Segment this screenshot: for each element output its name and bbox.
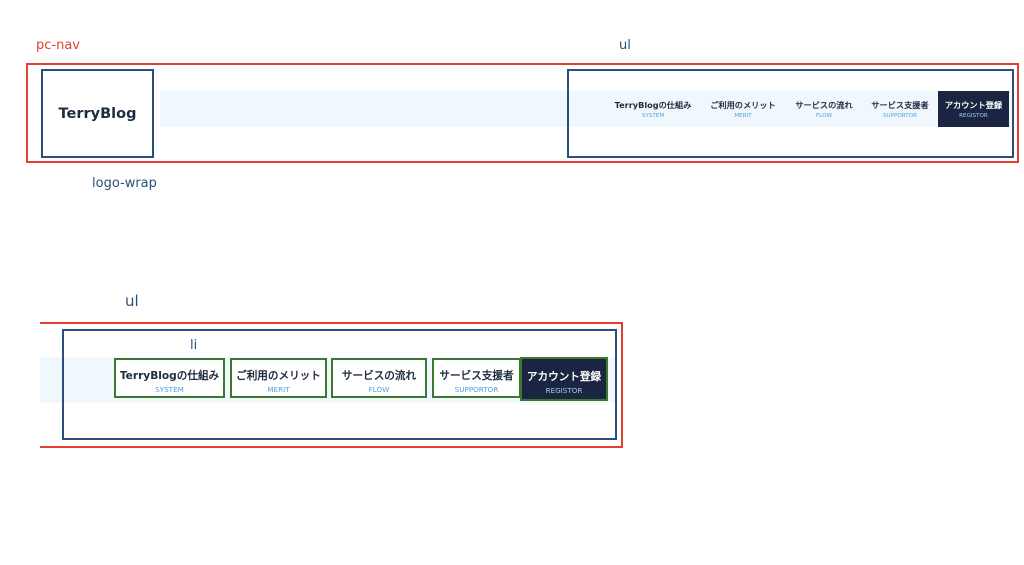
li-label: li — [190, 338, 198, 353]
li-item-flow[interactable]: サービスの流れ FLOW — [331, 358, 427, 398]
pc-nav-label: pc-nav — [36, 38, 80, 53]
li-item-merit[interactable]: ご利用のメリット MERIT — [230, 358, 327, 398]
ul-label-top: ul — [619, 38, 631, 53]
top-nav-item-merit[interactable]: ご利用のメリット MERIT — [702, 91, 784, 127]
top-nav-item-sublabel: SYSTEM — [641, 113, 665, 119]
ul-bottom-outline — [62, 329, 617, 440]
li-item-registor[interactable]: アカウント登録 REGISTOR — [520, 357, 608, 401]
top-nav-item-sublabel: REGISTOR — [959, 113, 988, 119]
top-nav-item-system[interactable]: TerryBlogの仕組み SYSTEM — [610, 91, 696, 127]
li-item-system[interactable]: TerryBlogの仕組み SYSTEM — [114, 358, 225, 398]
li-item-sublabel: MERIT — [267, 385, 290, 394]
li-item-sublabel: SYSTEM — [155, 385, 184, 394]
top-nav-item-label: サービスの流れ — [795, 100, 853, 110]
li-item-sublabel: SUPPORTOR — [454, 385, 499, 394]
logo-wrap-label: logo-wrap — [92, 176, 157, 191]
top-nav-item-label: サービス支援者 — [871, 100, 929, 110]
top-nav-item-label: ご利用のメリット — [710, 100, 776, 110]
top-nav-item-sublabel: SUPPORTOR — [883, 113, 917, 119]
top-nav-item-registor[interactable]: アカウント登録 REGISTOR — [938, 91, 1009, 127]
top-nav-item-sublabel: MERIT — [734, 113, 752, 119]
top-nav-item-label: アカウント登録 — [944, 100, 1003, 110]
li-item-label: アカウント登録 — [526, 371, 602, 383]
logo-wrap-outline[interactable]: TerryBlog — [41, 69, 154, 158]
li-item-supportor[interactable]: サービス支援者 SUPPORTOR — [432, 358, 521, 398]
logo-text[interactable]: TerryBlog — [58, 105, 137, 122]
li-item-sublabel: REGISTOR — [545, 386, 583, 395]
nav-background-band — [160, 91, 570, 127]
li-item-label: サービスの流れ — [341, 370, 417, 382]
pc-nav-outline-bottom — [40, 322, 623, 448]
top-nav-item-label: TerryBlogの仕組み — [614, 100, 692, 110]
li-item-label: サービス支援者 — [439, 370, 514, 382]
top-nav-item-sublabel: FLOW — [815, 113, 833, 119]
li-item-sublabel: FLOW — [368, 385, 390, 394]
top-nav-item-flow[interactable]: サービスの流れ FLOW — [788, 91, 860, 127]
ul-label-bottom: ul — [125, 292, 139, 310]
li-item-label: ご利用のメリット — [236, 370, 321, 382]
top-nav-item-supportor[interactable]: サービス支援者 SUPPORTOR — [864, 91, 936, 127]
li-item-label: TerryBlogの仕組み — [119, 370, 220, 382]
pc-nav-outline — [26, 63, 1019, 163]
